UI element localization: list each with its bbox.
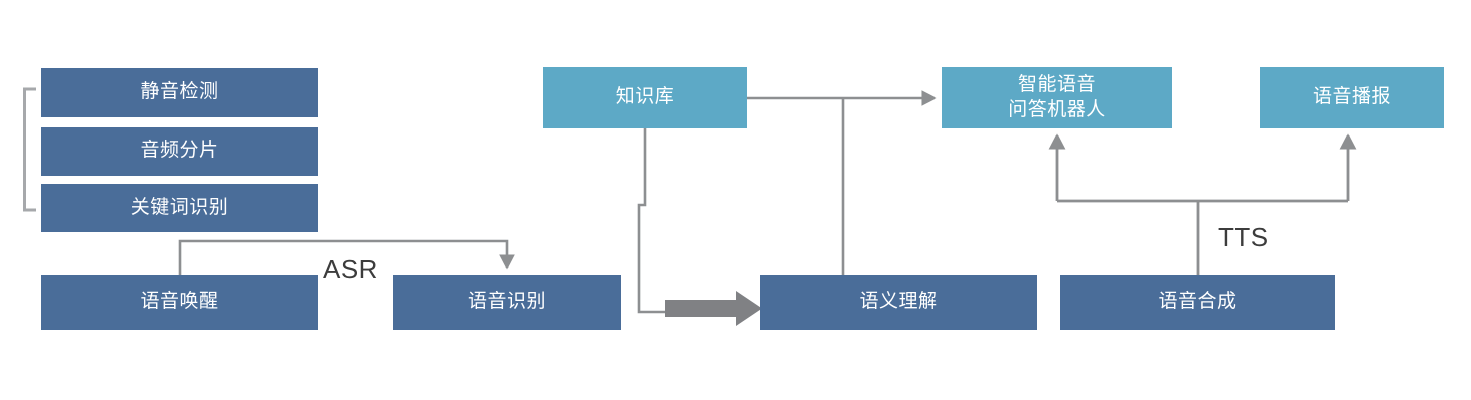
edge-label-asr: ASR bbox=[323, 254, 378, 284]
node-audio-segmentation[interactable]: 音频分片 bbox=[41, 127, 318, 176]
node-label: 知识库 bbox=[615, 86, 675, 108]
node-voice-broadcast[interactable]: 语音播报 bbox=[1260, 67, 1444, 128]
node-silence-detection[interactable]: 静音检测 bbox=[41, 68, 318, 117]
node-label: 关键词识别 bbox=[130, 196, 229, 218]
node-knowledge-base[interactable]: 知识库 bbox=[543, 67, 747, 128]
node-label: 语音唤醒 bbox=[140, 291, 219, 313]
connector-wakeup-to-recognition bbox=[178, 239, 515, 275]
node-label: 语义理解 bbox=[859, 291, 938, 313]
node-speech-synthesis[interactable]: 语音合成 bbox=[1060, 275, 1335, 330]
node-label: 语音识别 bbox=[467, 291, 546, 313]
node-label: 智能语音 问答机器人 bbox=[1008, 74, 1106, 120]
node-keyword-spotting[interactable]: 关键词识别 bbox=[41, 184, 318, 232]
node-label: 语音合成 bbox=[1158, 291, 1237, 313]
edge-label-tts: TTS bbox=[1218, 222, 1269, 252]
node-semantic-understanding[interactable]: 语义理解 bbox=[760, 275, 1037, 330]
node-voice-wakeup[interactable]: 语音唤醒 bbox=[41, 275, 318, 330]
node-label: 静音检测 bbox=[140, 81, 219, 103]
node-qa-robot[interactable]: 智能语音 问答机器人 bbox=[942, 67, 1172, 128]
node-label: 音频分片 bbox=[140, 140, 219, 162]
thick-arrow-to-semantic bbox=[665, 291, 762, 326]
node-label: 语音播报 bbox=[1312, 86, 1391, 108]
preprocessing-group-bracket bbox=[23, 87, 36, 212]
node-speech-recognition[interactable]: 语音识别 bbox=[393, 275, 621, 330]
connector-kb-to-semantic bbox=[637, 128, 668, 314]
